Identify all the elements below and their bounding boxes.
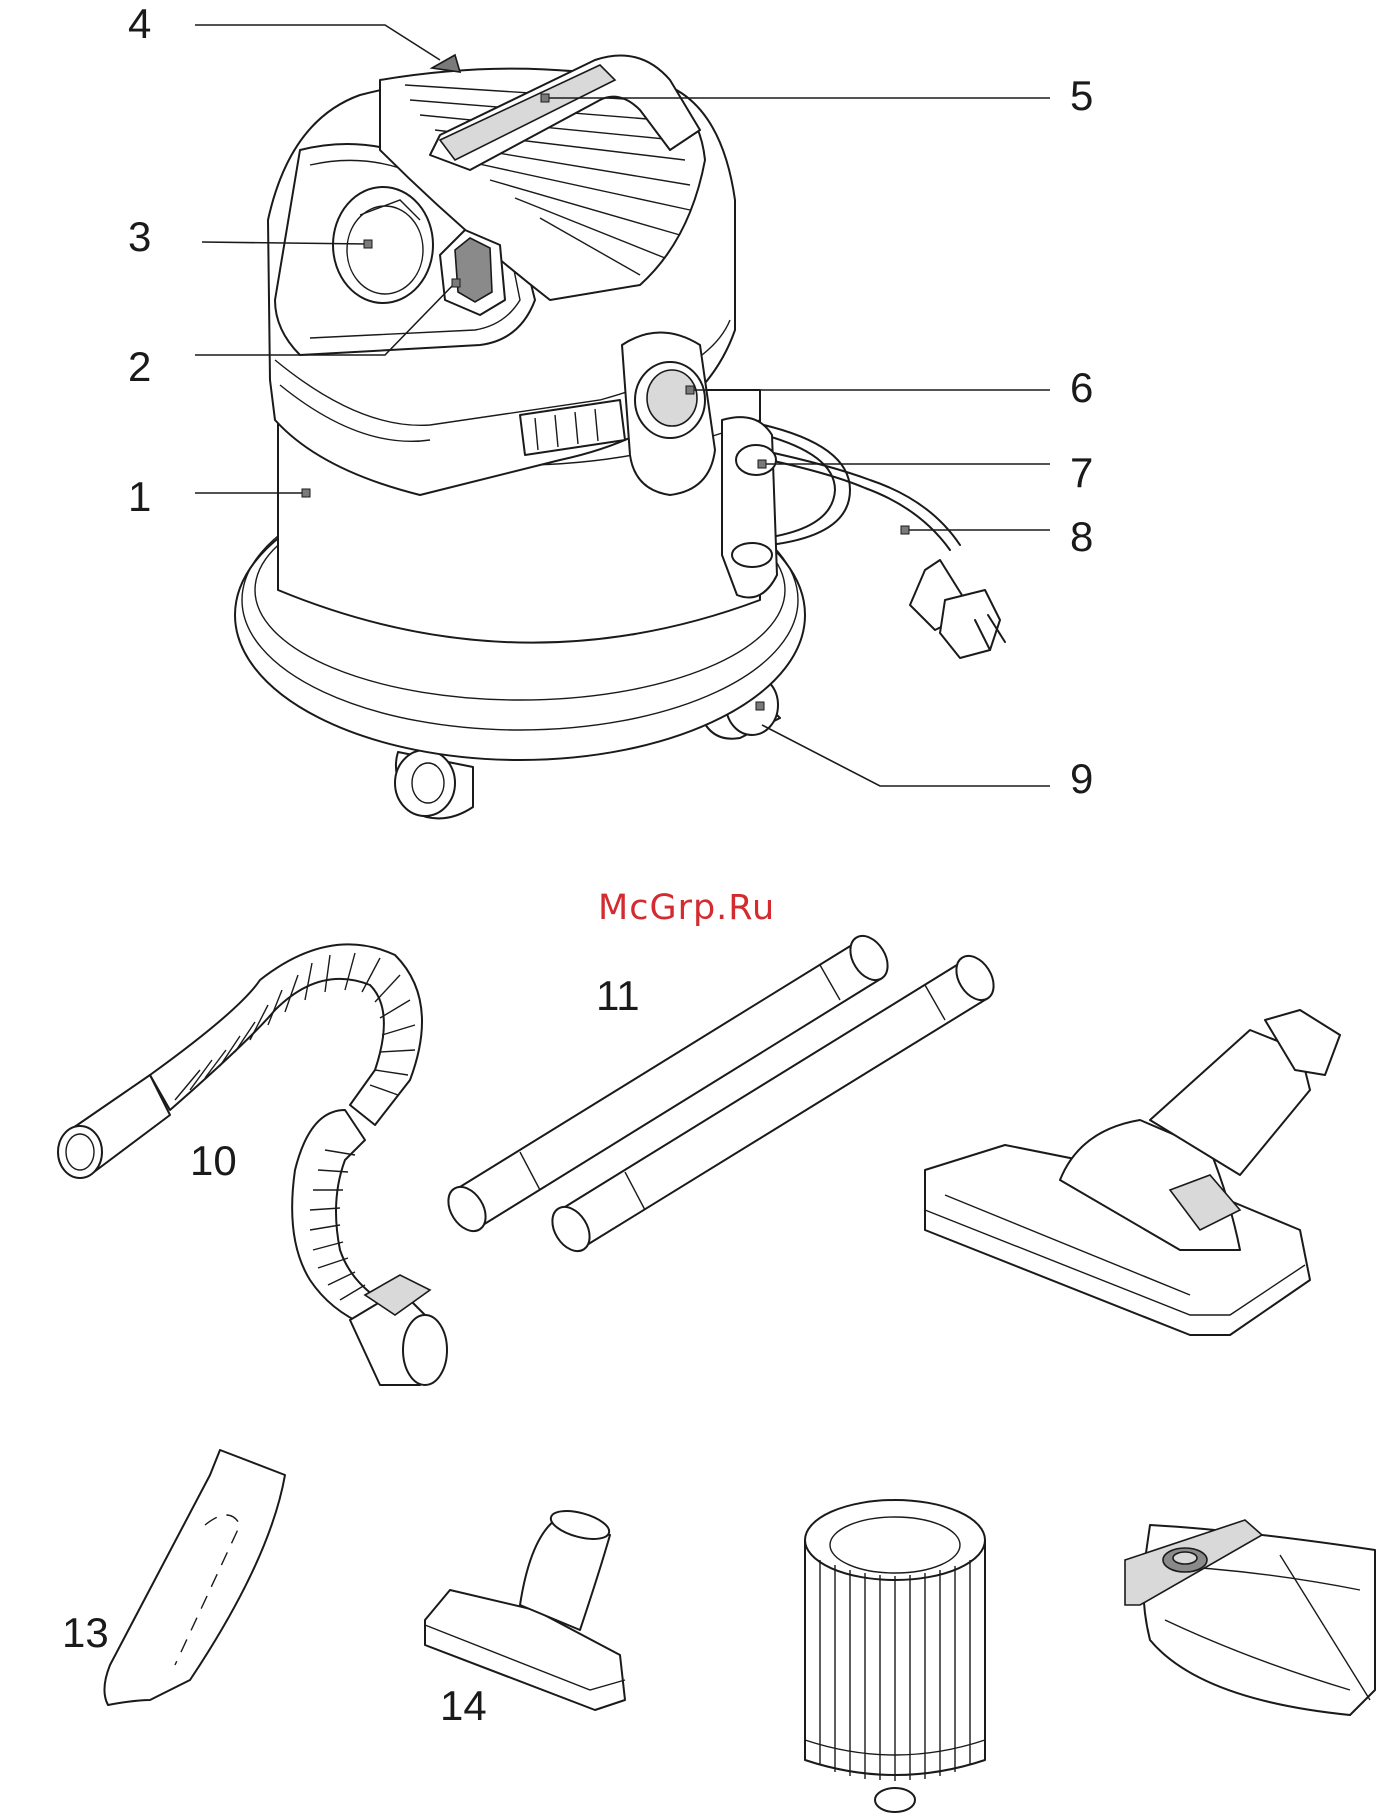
floor-nozzle [925, 1010, 1340, 1335]
callout-3: 3 [128, 216, 151, 258]
callout-7: 7 [1070, 452, 1093, 494]
callout-13: 13 [62, 1612, 109, 1654]
callout-11: 11 [596, 975, 640, 1017]
callout-5: 5 [1070, 75, 1093, 117]
suction-hose [58, 944, 447, 1385]
callout-8: 8 [1070, 516, 1093, 558]
motor-head [268, 56, 735, 496]
cartridge-filter [805, 1500, 985, 1812]
callout-1: 1 [128, 476, 151, 518]
vacuum-cleaner [195, 25, 1050, 818]
front-wheel [395, 750, 473, 818]
crevice-nozzle [104, 1450, 285, 1705]
callout-14: 14 [440, 1685, 487, 1727]
callout-6: 6 [1070, 367, 1093, 409]
filter-knob [875, 1788, 915, 1812]
callout-10: 10 [190, 1140, 237, 1182]
callout-4: 4 [128, 3, 151, 45]
callout-2: 2 [128, 346, 151, 388]
filter-bag [1125, 1520, 1375, 1715]
extension-tubes [441, 929, 1002, 1258]
cord-hook [722, 417, 777, 597]
upholstery-nozzle [425, 1506, 625, 1710]
callout-9: 9 [1070, 758, 1093, 800]
hose-inlet [333, 187, 433, 303]
watermark: McGrp.Ru [598, 888, 775, 928]
